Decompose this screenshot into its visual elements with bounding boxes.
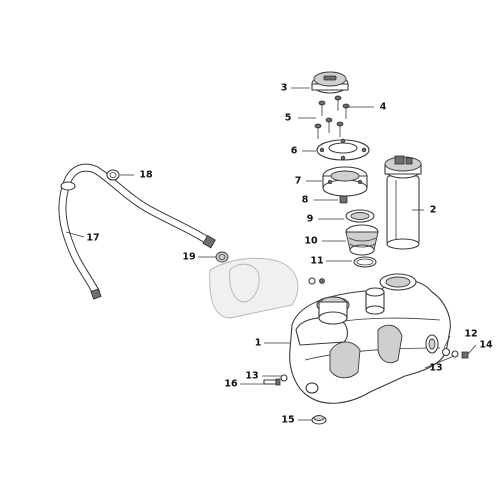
fuel-tank[interactable] bbox=[289, 273, 451, 404]
cap-screws[interactable] bbox=[314, 95, 350, 139]
callout-18: 18 bbox=[139, 170, 153, 181]
svg-text:19: 19 bbox=[182, 252, 195, 263]
callout-19: 19 bbox=[182, 252, 195, 263]
svg-text:5: 5 bbox=[285, 113, 292, 124]
rubber-sleeve[interactable] bbox=[345, 224, 379, 256]
svg-text:15: 15 bbox=[281, 415, 294, 426]
callout-12: 12 bbox=[464, 329, 477, 340]
callout-17: 17 bbox=[86, 233, 99, 244]
drain-plug-15[interactable] bbox=[311, 415, 327, 425]
hose-clamp-11[interactable] bbox=[353, 256, 377, 268]
svg-text:18: 18 bbox=[139, 170, 153, 181]
callout-4: 4 bbox=[380, 102, 387, 113]
svg-text:16: 16 bbox=[224, 379, 238, 390]
svg-text:9: 9 bbox=[307, 214, 314, 225]
filler-flange[interactable] bbox=[316, 138, 370, 161]
callout-13-right: 13 bbox=[429, 363, 442, 374]
callout-9: 9 bbox=[307, 214, 314, 225]
svg-text:6: 6 bbox=[291, 146, 298, 157]
fuel-pump[interactable] bbox=[384, 155, 422, 250]
svg-text:12: 12 bbox=[464, 329, 477, 340]
callout-14: 14 bbox=[479, 340, 493, 351]
callout-16: 16 bbox=[224, 379, 238, 390]
svg-text:2: 2 bbox=[430, 205, 437, 216]
callout-6: 6 bbox=[291, 146, 298, 157]
clip[interactable] bbox=[339, 195, 348, 204]
callout-11: 11 bbox=[310, 256, 323, 267]
svg-text:10: 10 bbox=[304, 236, 318, 247]
callout-2: 2 bbox=[430, 205, 437, 216]
svg-text:7: 7 bbox=[295, 176, 302, 187]
callout-13-left: 13 bbox=[245, 371, 258, 382]
callout-15: 15 bbox=[281, 415, 294, 426]
svg-text:1: 1 bbox=[255, 338, 262, 349]
washer-12[interactable] bbox=[441, 347, 451, 357]
svg-text:4: 4 bbox=[380, 102, 387, 113]
svg-text:17: 17 bbox=[86, 233, 99, 244]
callout-1: 1 bbox=[255, 338, 262, 349]
gasket[interactable] bbox=[345, 209, 375, 223]
svg-text:13: 13 bbox=[245, 371, 258, 382]
filler-neck-housing[interactable] bbox=[322, 166, 368, 197]
fuel-cap[interactable] bbox=[311, 71, 349, 94]
callout-3: 3 bbox=[281, 83, 288, 94]
washer-13-right[interactable] bbox=[451, 350, 459, 358]
frame-ghost bbox=[209, 257, 299, 319]
washer-13-left[interactable] bbox=[280, 374, 288, 382]
leader-lines bbox=[65, 87, 477, 421]
hose-clip-18[interactable] bbox=[106, 169, 120, 181]
breather-hose[interactable] bbox=[58, 163, 216, 300]
washer-upper[interactable] bbox=[308, 277, 325, 285]
callout-5: 5 bbox=[285, 113, 292, 124]
callout-7: 7 bbox=[295, 176, 302, 187]
bolt-16[interactable] bbox=[263, 378, 281, 386]
svg-text:8: 8 bbox=[302, 195, 309, 206]
svg-text:3: 3 bbox=[281, 83, 288, 94]
svg-text:13: 13 bbox=[429, 363, 442, 374]
callout-10: 10 bbox=[304, 236, 318, 247]
svg-text:11: 11 bbox=[310, 256, 323, 267]
callout-8: 8 bbox=[302, 195, 309, 206]
svg-text:14: 14 bbox=[479, 340, 493, 351]
bolt-14[interactable] bbox=[461, 351, 469, 359]
hose-elbow-19[interactable] bbox=[215, 251, 229, 263]
